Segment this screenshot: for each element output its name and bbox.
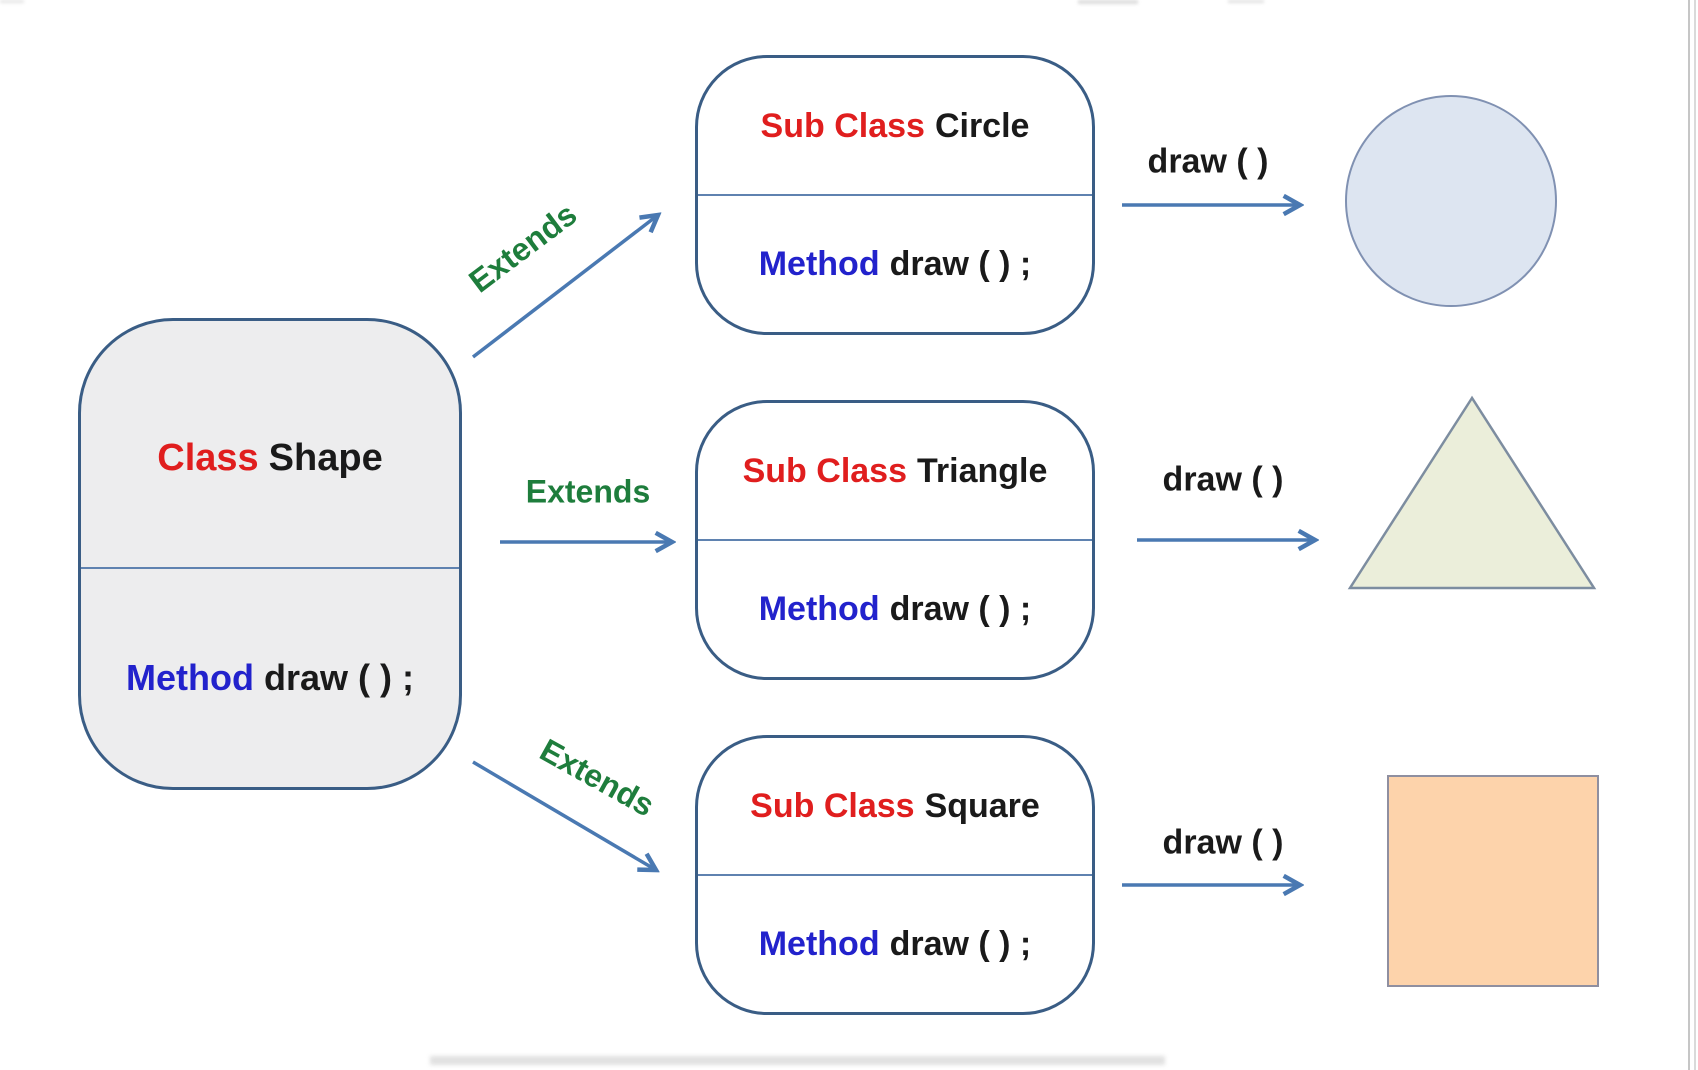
subclass-circle-box: Sub Class Circle Method draw ( ) ;: [695, 55, 1095, 335]
subclass-triangle-box: Sub Class Triangle Method draw ( ) ;: [695, 400, 1095, 680]
method-signature: draw ( ) ;: [889, 244, 1032, 283]
class-shape-title: Class Shape: [81, 321, 459, 569]
cropped-content-artifact: [1228, 0, 1264, 3]
subclass-keyword: Sub Class: [750, 786, 915, 825]
square-shape: [1387, 775, 1599, 987]
subclass-circle-title: Sub Class Circle: [698, 58, 1092, 196]
method-keyword: Method: [758, 589, 880, 628]
triangle-polygon: [1347, 395, 1597, 590]
subclass-keyword: Sub Class: [760, 106, 925, 145]
triangle-shape: [1347, 395, 1597, 590]
right-edge-line-outer: [1694, 0, 1696, 1070]
subclass-name: Square: [924, 786, 1040, 825]
method-keyword: Method: [758, 244, 880, 283]
cropped-content-artifact: [0, 0, 24, 3]
draw-call-label-square: draw ( ): [1162, 823, 1284, 862]
extends-label-triangle: Extends: [525, 473, 651, 510]
subclass-keyword: Sub Class: [742, 451, 907, 490]
subclass-triangle-title: Sub Class Triangle: [698, 403, 1092, 541]
draw-call-label-circle: draw ( ): [1147, 142, 1269, 181]
subclass-name: Circle: [934, 106, 1030, 145]
extends-arrow-square: [472, 760, 656, 870]
class-name: Shape: [268, 436, 383, 479]
subclass-name: Triangle: [917, 451, 1048, 490]
method-signature: draw ( ) ;: [263, 657, 414, 698]
cropped-caption-artifact: [430, 1056, 1165, 1065]
subclass-square-box: Sub Class Square Method draw ( ) ;: [695, 735, 1095, 1015]
extends-arrow-circle: [471, 215, 658, 359]
method-keyword: Method: [126, 657, 254, 698]
class-shape-method: Method draw ( ) ;: [81, 569, 459, 787]
cropped-content-artifact: [1078, 0, 1138, 4]
draw-call-label-triangle: draw ( ): [1162, 460, 1284, 499]
method-signature: draw ( ) ;: [889, 589, 1032, 628]
method-signature: draw ( ) ;: [889, 924, 1032, 963]
subclass-circle-method: Method draw ( ) ;: [698, 196, 1092, 332]
class-keyword: Class: [157, 436, 259, 479]
circle-shape: [1345, 95, 1557, 307]
right-edge-line: [1688, 0, 1690, 1070]
class-shape-box: Class Shape Method draw ( ) ;: [78, 318, 462, 790]
method-keyword: Method: [758, 924, 880, 963]
subclass-square-title: Sub Class Square: [698, 738, 1092, 876]
subclass-triangle-method: Method draw ( ) ;: [698, 541, 1092, 677]
subclass-square-method: Method draw ( ) ;: [698, 876, 1092, 1012]
